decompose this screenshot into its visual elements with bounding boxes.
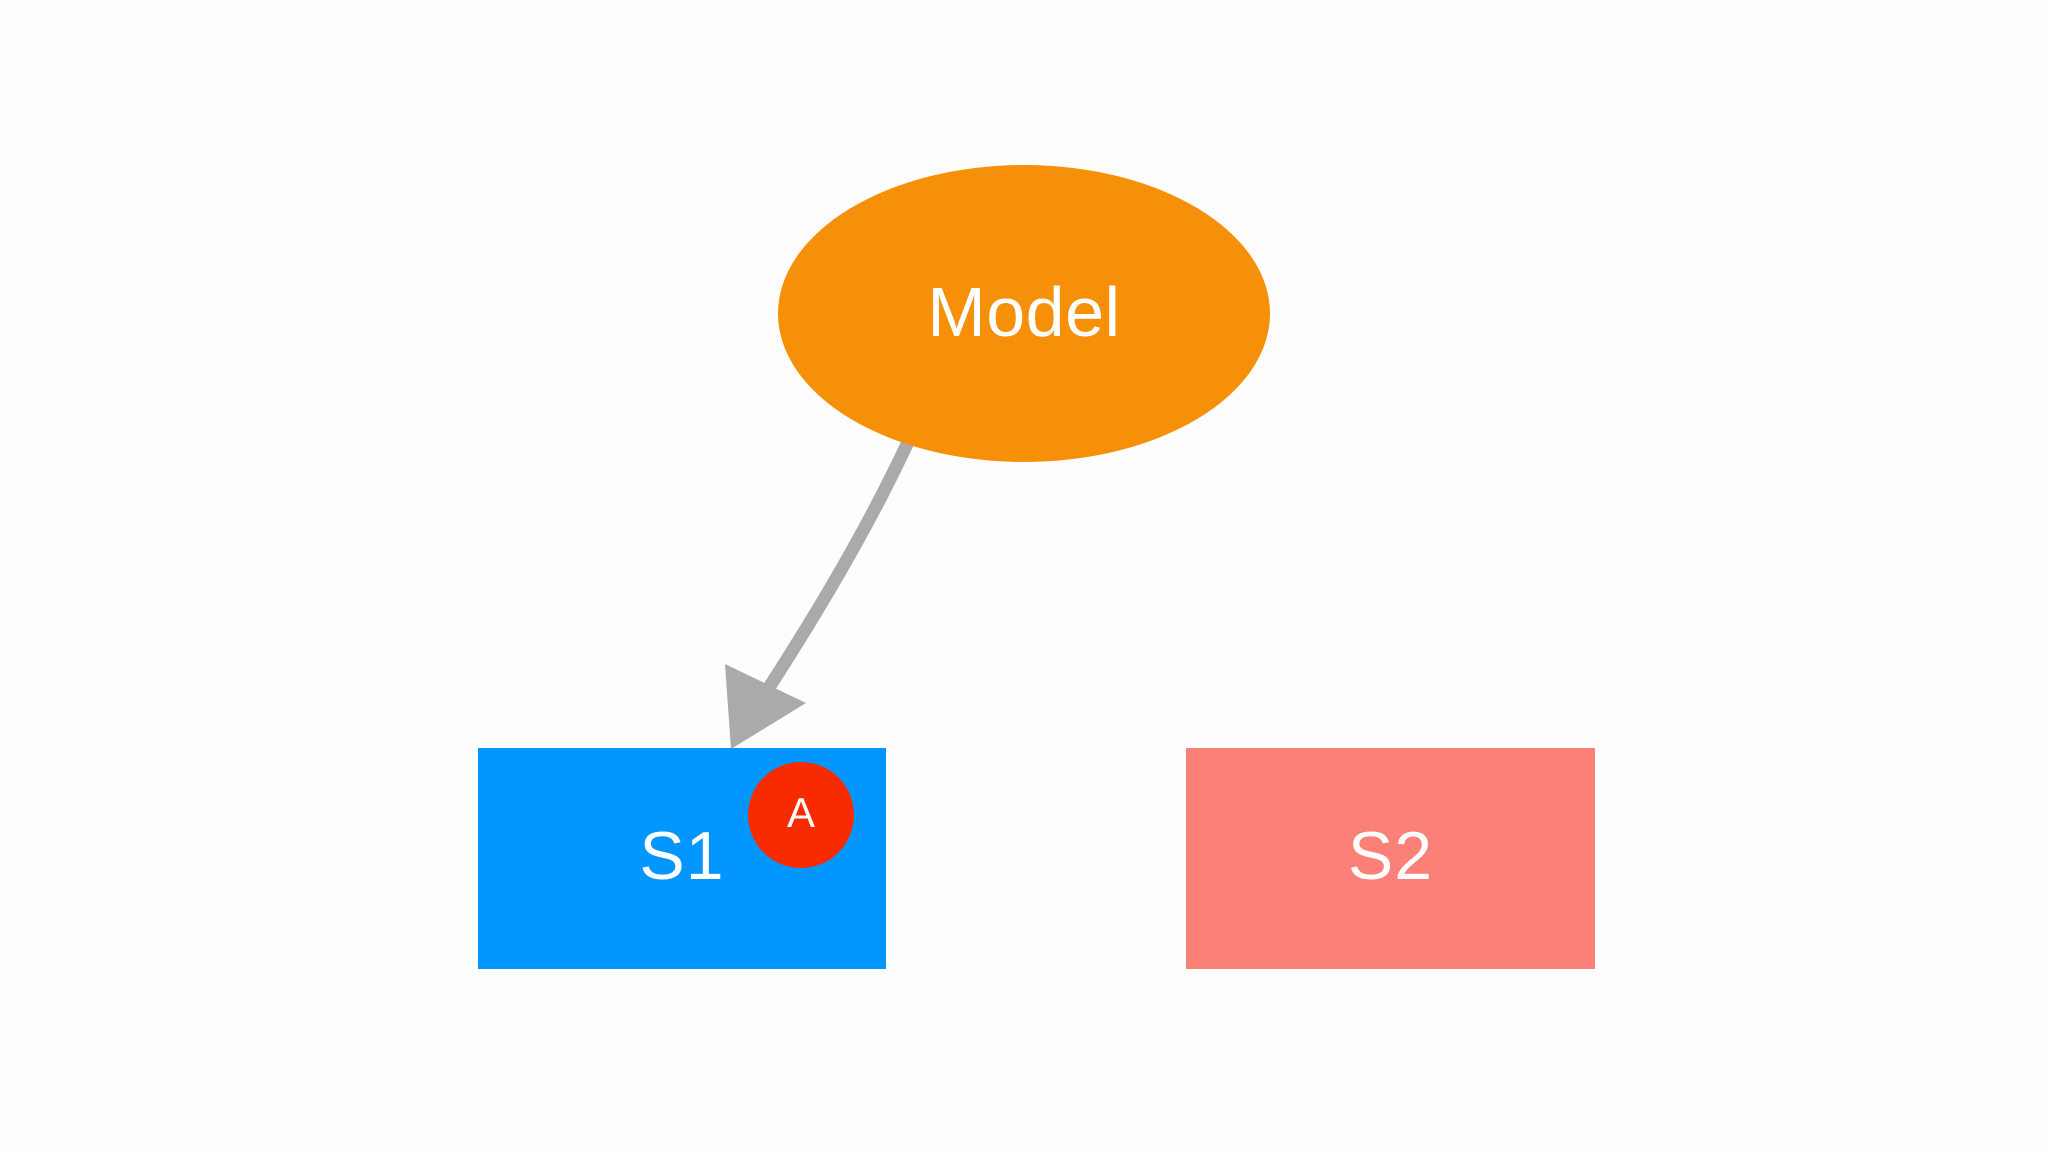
edge-model-s1-arrowhead — [725, 664, 806, 749]
node-s1-label: S1 — [639, 817, 725, 894]
badge-a-label: A — [786, 789, 815, 836]
node-s2[interactable]: S2 — [1186, 748, 1595, 969]
node-model-label: Model — [927, 272, 1121, 351]
edge-model-s1-line — [746, 439, 914, 718]
badge-a-on-s1[interactable]: A — [748, 762, 854, 868]
edge-model-s1[interactable] — [725, 439, 914, 749]
node-s2-label: S2 — [1347, 817, 1434, 894]
node-model[interactable]: Model — [778, 165, 1270, 462]
